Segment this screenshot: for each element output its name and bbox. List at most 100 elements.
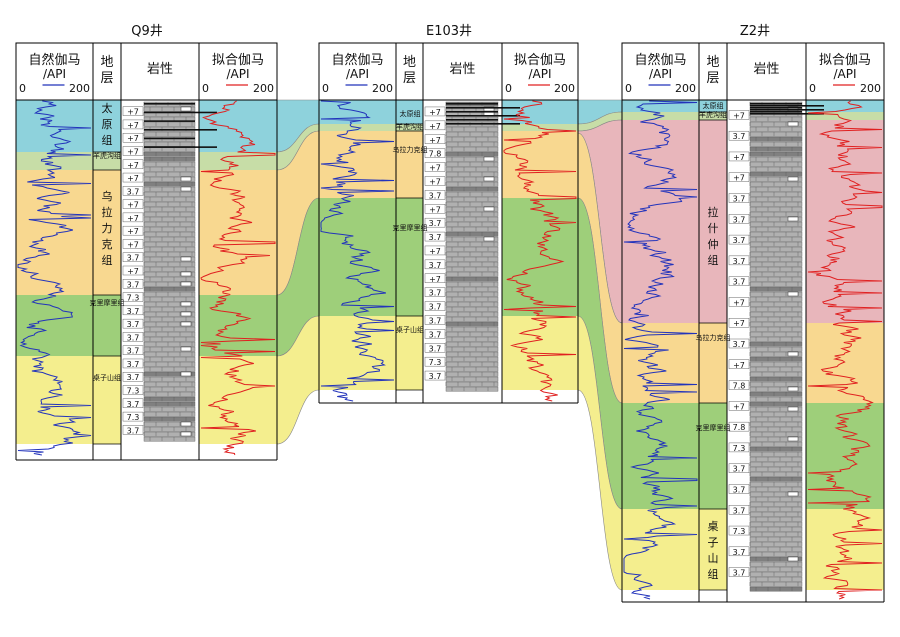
header-gr-unit: /API xyxy=(346,67,369,81)
rock-nodule xyxy=(180,301,192,307)
formation-label-kelimoli: 克里摩里组 xyxy=(393,223,428,232)
lith-label: +7 xyxy=(127,147,139,156)
lith-label-box xyxy=(728,546,750,557)
formation-label-yanghugou: 羊虎沟组 xyxy=(93,151,121,160)
formation-label-lashizhong: 拉什仲组 xyxy=(708,205,719,267)
header-gr-unit: /API xyxy=(649,67,672,81)
rock-nodule xyxy=(483,176,495,182)
lith-label-box xyxy=(122,305,144,316)
rock-layer xyxy=(445,136,499,142)
lith-label: +7 xyxy=(733,153,745,162)
lith-label: 7.8 xyxy=(733,423,746,432)
rock-layer xyxy=(749,511,803,517)
rock-layer xyxy=(749,421,803,427)
lith-label: 3.7 xyxy=(733,340,746,349)
coal-seam xyxy=(144,137,195,140)
header-lith-title: 岩性 xyxy=(753,62,779,77)
lith-label-box xyxy=(424,356,446,367)
rock-layer xyxy=(143,361,196,367)
lith-label-box xyxy=(122,411,144,422)
rock-layer xyxy=(445,241,499,247)
rock-nodule xyxy=(180,271,192,277)
lith-label: 7.3 xyxy=(127,294,140,303)
coal-seam xyxy=(750,103,802,105)
lith-label-box xyxy=(122,252,144,262)
lith-label: 7.3 xyxy=(429,358,442,367)
lith-label-box xyxy=(728,255,750,266)
lith-label-box xyxy=(728,442,750,453)
rock-layer xyxy=(445,351,499,357)
lith-label-box xyxy=(728,193,750,203)
rock-layer xyxy=(749,566,803,572)
rock-layer xyxy=(143,121,196,127)
rock-layer xyxy=(445,306,499,312)
header-strat-char1: 地 xyxy=(403,55,416,70)
rock-layer xyxy=(445,126,499,132)
lith-label-box xyxy=(424,134,446,144)
rock-layer xyxy=(749,141,803,147)
rock-layer xyxy=(445,171,499,177)
lith-label-box xyxy=(424,176,446,186)
lith-label: 3.7 xyxy=(733,195,746,204)
lith-label: +7 xyxy=(127,108,139,117)
lith-label: 3.7 xyxy=(127,320,140,329)
lith-label-box xyxy=(728,380,750,390)
formation-label-zhuozishan: 桌子山组 xyxy=(93,373,121,382)
rock-layer xyxy=(445,186,499,192)
formation-label-kelimoli: 克里摩里组 xyxy=(696,423,731,432)
rock-layer xyxy=(143,411,196,417)
formation-label-zhuozishan: 桌子山组 xyxy=(708,520,719,581)
rock-layer xyxy=(749,551,803,557)
rock-layer xyxy=(445,361,499,367)
formation-label-char: 拉 xyxy=(708,205,719,219)
rock-layer xyxy=(749,401,803,407)
lith-label-box xyxy=(122,172,144,183)
rock-layer xyxy=(749,531,803,537)
rock-nodule xyxy=(787,406,799,412)
rock-layer xyxy=(445,276,499,282)
rock-layer xyxy=(749,486,803,492)
lith-label: +7 xyxy=(127,174,139,183)
rock-layer xyxy=(749,126,803,132)
lith-label: +7 xyxy=(429,247,441,256)
header-fit-scale-max: 200 xyxy=(554,82,575,95)
lith-label-box xyxy=(122,146,144,156)
lith-label-box xyxy=(122,332,144,342)
formation-label-wulalike: 乌拉力克组 xyxy=(102,189,113,267)
rock-layer xyxy=(749,316,803,322)
gr-curve xyxy=(320,100,395,402)
rock-layer xyxy=(749,441,803,447)
rock-layer xyxy=(749,446,803,452)
rock-nodule xyxy=(787,436,799,442)
rock-layer xyxy=(143,316,196,322)
header-fit-title: 拟合伽马 xyxy=(212,53,264,68)
lith-label: +7 xyxy=(733,298,745,307)
formation-label-char: 山 xyxy=(708,552,719,565)
rock-layer xyxy=(749,281,803,287)
rock-layer xyxy=(749,301,803,307)
rock-layer xyxy=(749,256,803,262)
rock-layer xyxy=(749,171,803,177)
rock-layer xyxy=(749,166,803,172)
header-fit-unit: /API xyxy=(833,67,856,81)
lith-label: +7 xyxy=(733,402,745,411)
rock-layer xyxy=(445,211,499,217)
lith-label-box xyxy=(122,225,144,236)
lith-label: 3.7 xyxy=(733,465,746,474)
lith-label-box xyxy=(728,421,750,432)
header-gr-scale-min: 0 xyxy=(625,82,632,95)
rock-layer xyxy=(143,401,196,407)
lith-label: +7 xyxy=(733,319,745,328)
rock-layer xyxy=(445,316,499,322)
header-strat-char2: 层 xyxy=(706,71,719,86)
lith-label-box xyxy=(728,130,750,141)
lith-label: 3.7 xyxy=(429,191,442,200)
rock-layer xyxy=(445,271,499,277)
rock-layer xyxy=(749,561,803,567)
rock-layer xyxy=(143,376,196,382)
lith-label-box xyxy=(424,315,446,325)
rock-nodule xyxy=(180,176,192,182)
lith-label-box xyxy=(122,199,144,209)
rock-layer xyxy=(445,166,499,172)
